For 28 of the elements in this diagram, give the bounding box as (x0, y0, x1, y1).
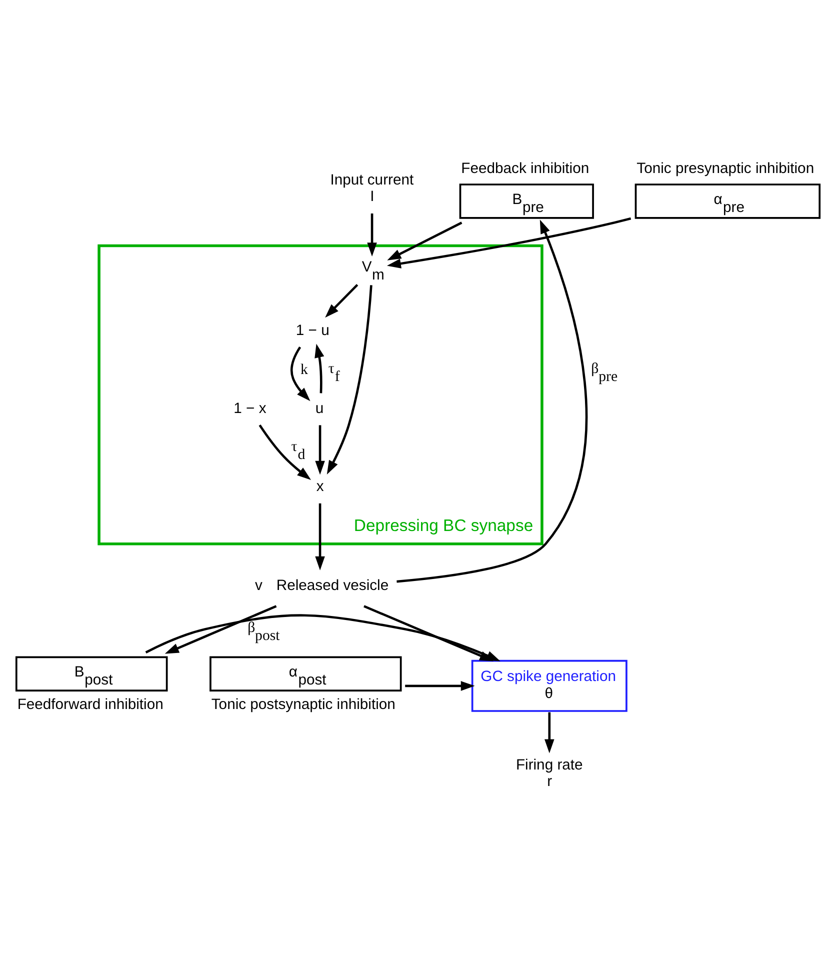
node-text: Firing rate r (516, 756, 583, 790)
node-text: x (316, 478, 324, 494)
node-text: 1 − u (296, 322, 330, 338)
arrow (290, 346, 310, 401)
arrow (315, 502, 325, 570)
arrow (405, 680, 475, 690)
arrow (258, 424, 312, 480)
node-label: Feedback inhibition (461, 160, 590, 177)
node-text: Input current I (330, 172, 414, 205)
node-label: Released vesicle (276, 578, 389, 594)
edge-label: k (300, 361, 308, 378)
node-label: Feedforward inhibition (17, 696, 164, 712)
node-label: Tonic postsynaptic inhibition (211, 696, 396, 712)
node-text: v (255, 578, 262, 594)
arrow (314, 343, 324, 393)
arrow (315, 424, 325, 474)
arrow (325, 284, 358, 318)
arrow (367, 212, 377, 256)
node-label: Tonic presynaptic inhibition (636, 160, 814, 177)
arrow (544, 712, 554, 753)
arrow (386, 216, 632, 268)
node-text: 1 − x (234, 400, 266, 416)
node-box: GC spike generation θ (471, 659, 628, 712)
arrow (164, 604, 277, 654)
arrow (326, 284, 372, 474)
arrow (396, 219, 588, 582)
arrow (387, 221, 462, 260)
node-text: u (315, 400, 324, 416)
